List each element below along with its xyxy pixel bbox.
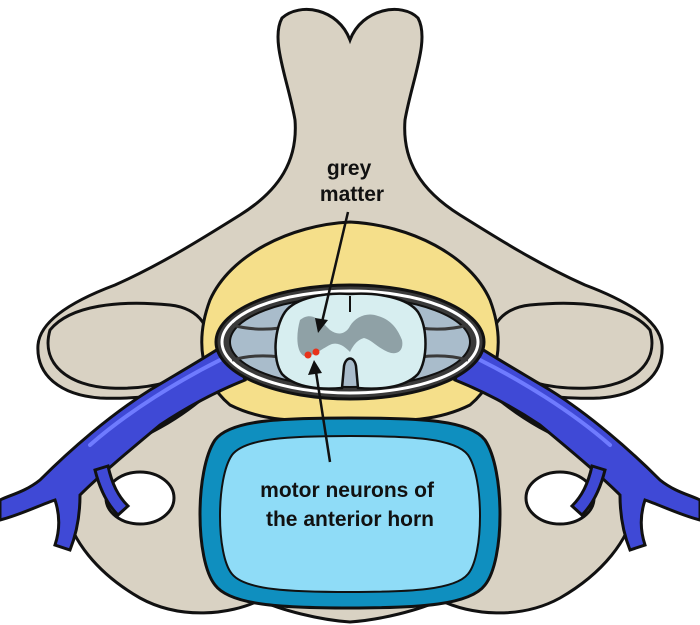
grey-matter-label: grey matter <box>320 157 384 206</box>
motor-neuron-pointer-line <box>314 371 332 463</box>
motor-neuron-dot <box>304 351 312 359</box>
disc-inner <box>219 434 481 594</box>
motor-neuron-dot <box>312 348 320 356</box>
grey-matter-label-line-2: matter <box>320 183 384 206</box>
motor-neurons-label: motor neurons of the anterior horn <box>260 479 440 531</box>
grey-matter-pointer-line <box>320 211 350 323</box>
left-nerve-branch <box>93 464 131 518</box>
arachnoid-outline <box>220 289 480 395</box>
motor-neurons-label-line-2: the anterior horn <box>266 508 434 531</box>
motor-neuron-pointer-head <box>308 360 322 375</box>
grey-matter-pointer-head <box>315 318 328 333</box>
grey-matter-label-line-1: grey <box>327 157 372 180</box>
left-spinal-nerve <box>0 337 247 552</box>
right-spinal-nerve <box>453 337 700 552</box>
left-nerve-highlight <box>88 358 222 447</box>
right-nerve-branch <box>569 464 607 518</box>
motor-neurons-label-line-1: motor neurons of <box>260 479 435 502</box>
right-nerve-highlight <box>478 358 612 447</box>
